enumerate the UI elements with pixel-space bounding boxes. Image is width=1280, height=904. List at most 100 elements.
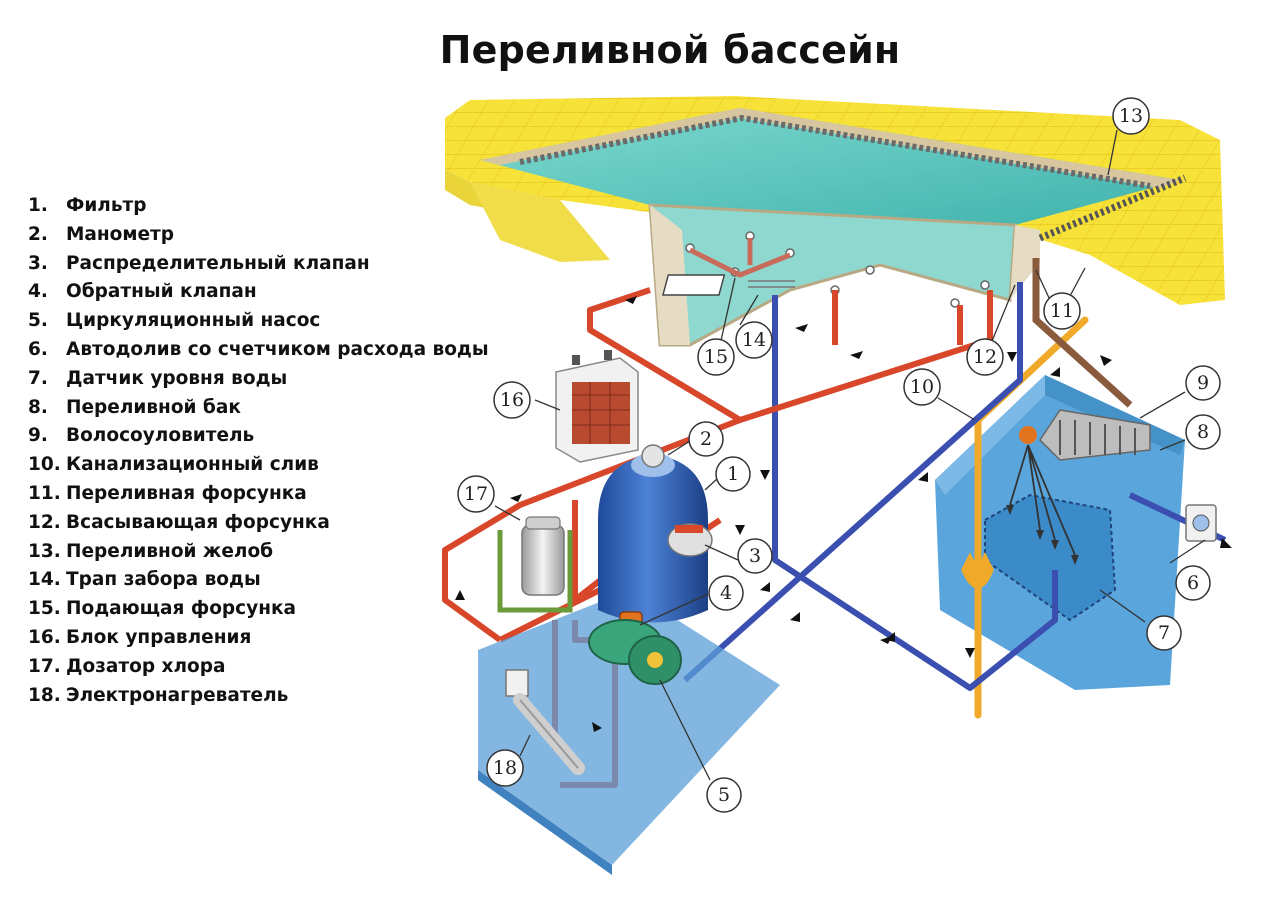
legend-num: 13. — [28, 540, 61, 562]
distribution-valve — [667, 523, 713, 557]
callout-8: 8 — [1185, 414, 1221, 450]
legend-num: 1. — [28, 195, 48, 216]
legend-num: 7. — [28, 367, 48, 389]
legend-item: 11.Переливная форсунка — [28, 480, 489, 509]
callout-17: 17 — [457, 475, 495, 513]
callout-8-label: 8 — [1197, 421, 1209, 443]
legend-item: 14.Трап забора воды — [28, 566, 489, 595]
legend-item: 4. Обратный клапан — [28, 278, 489, 307]
legend-item: 15.Подающая форсунка — [28, 595, 489, 624]
legend-num: 6. — [28, 338, 48, 360]
legend-label: Обратный клапан — [66, 281, 257, 303]
callout-5-label: 5 — [718, 784, 730, 806]
callout-3-label: 3 — [749, 545, 761, 567]
callout-2-label: 2 — [700, 428, 712, 450]
callout-11: 11 — [1043, 292, 1081, 330]
pool-inlets — [662, 231, 990, 308]
legend-item: 9. Волосоуловитель — [28, 422, 489, 451]
legend-item: 5.Циркуляционный насос — [28, 307, 489, 336]
callout-1-label: 1 — [727, 463, 739, 485]
legend-item: 16.Блок управления — [28, 624, 489, 653]
level-sensor — [1006, 426, 1079, 565]
legend-label: Фильтр — [66, 195, 147, 216]
callout-17-label: 17 — [464, 483, 488, 505]
legend-num: 16. — [28, 626, 61, 648]
legend-label: Волосоуловитель — [66, 425, 255, 447]
legend-num: 14. — [28, 569, 61, 591]
callout-13: 13 — [1112, 97, 1150, 135]
legend-item: 13.Переливной желоб — [28, 538, 489, 567]
callout-1: 1 — [715, 456, 751, 492]
callout-3: 3 — [737, 538, 773, 574]
callout-lines — [494, 129, 1206, 781]
callout-10: 10 — [903, 368, 941, 406]
legend-item: 18.Электронагреватель — [28, 682, 489, 711]
legend-list: 1. Фильтр 2.Манометр 3. Распределительный … — [28, 192, 489, 710]
overflow-gutter — [1038, 174, 1187, 242]
callout-16-label: 16 — [500, 389, 524, 411]
electric-heater — [505, 669, 585, 775]
callout-12: 12 — [966, 338, 1004, 376]
legend-label: Всасывающая форсунка — [66, 511, 330, 533]
legend-label: Переливная форсунка — [66, 482, 307, 504]
legend-num: 15. — [28, 598, 61, 620]
callout-15: 15 — [697, 338, 735, 376]
callout-5: 5 — [706, 777, 742, 813]
legend-label: Блок управления — [66, 626, 252, 648]
callout-18: 18 — [486, 749, 524, 787]
legend-num: 11. — [28, 482, 61, 504]
legend-item: 8. Переливной бак — [28, 394, 489, 423]
legend-num: 17. — [28, 655, 61, 677]
callout-9-label: 9 — [1197, 372, 1209, 394]
overflow-pipe — [1032, 258, 1133, 408]
legend-item: 10.Канализационный слив — [28, 451, 489, 480]
legend-num: 10. — [28, 454, 61, 476]
flow-arrows — [455, 296, 1232, 732]
legend-label: Датчик уровня воды — [66, 367, 288, 389]
legend-label: Дозатор хлора — [66, 655, 226, 677]
callout-11-label: 11 — [1050, 300, 1074, 322]
callout-4-label: 4 — [720, 582, 732, 604]
callout-18-label: 18 — [493, 757, 517, 779]
callout-16: 16 — [493, 381, 531, 419]
callout-6: 6 — [1175, 565, 1211, 601]
callout-14: 14 — [735, 321, 773, 359]
legend-label: Переливной желоб — [66, 540, 274, 562]
legend-item: 12.Всасывающая форсунка — [28, 509, 489, 538]
legend-label: Канализационный слив — [66, 454, 319, 476]
circulation-pump — [588, 619, 682, 685]
legend-num: 9. — [28, 425, 48, 447]
callout-12-label: 12 — [973, 346, 997, 368]
legend-num: 3. — [28, 252, 48, 274]
legend-num: 12. — [28, 511, 61, 533]
callout-10-label: 10 — [910, 376, 934, 398]
sand-filter — [598, 444, 708, 623]
callout-6-label: 6 — [1187, 572, 1199, 594]
legend-num: 8. — [28, 396, 48, 418]
page-title: Переливной бассейн — [439, 28, 901, 72]
callouts: 1 2 3 4 5 6 7 8 9 10 11 12 13 14 15 16 1… — [457, 97, 1221, 813]
legend-label: Автодолив со счетчиком расхода воды — [66, 338, 489, 360]
legend-label: Электронагреватель — [66, 684, 289, 706]
legend-num: 5. — [28, 310, 48, 332]
legend-item: 7. Датчик уровня воды — [28, 365, 489, 394]
legend-num: 4. — [28, 281, 48, 303]
legend-label: Распределительный клапан — [66, 252, 370, 274]
legend-item: 6. Автодолив со счетчиком расхода воды — [28, 336, 489, 365]
legend-item: 2.Манометр — [28, 221, 489, 250]
control-unit — [555, 350, 639, 463]
callout-7-label: 7 — [1158, 622, 1170, 644]
callout-7: 7 — [1146, 615, 1182, 651]
callout-13-label: 13 — [1119, 105, 1143, 127]
callout-9: 9 — [1185, 365, 1221, 401]
legend-label: Трап забора воды — [66, 569, 261, 591]
callout-4: 4 — [708, 575, 744, 611]
auto-refill-meter — [1185, 504, 1217, 542]
legend-num: 2. — [28, 223, 48, 245]
equipment-platform — [478, 590, 780, 875]
legend-item: 1. Фильтр — [28, 192, 489, 221]
chlorine-doser — [521, 516, 565, 596]
legend-num: 18. — [28, 684, 61, 706]
legend-label: Переливной бак — [66, 396, 241, 418]
